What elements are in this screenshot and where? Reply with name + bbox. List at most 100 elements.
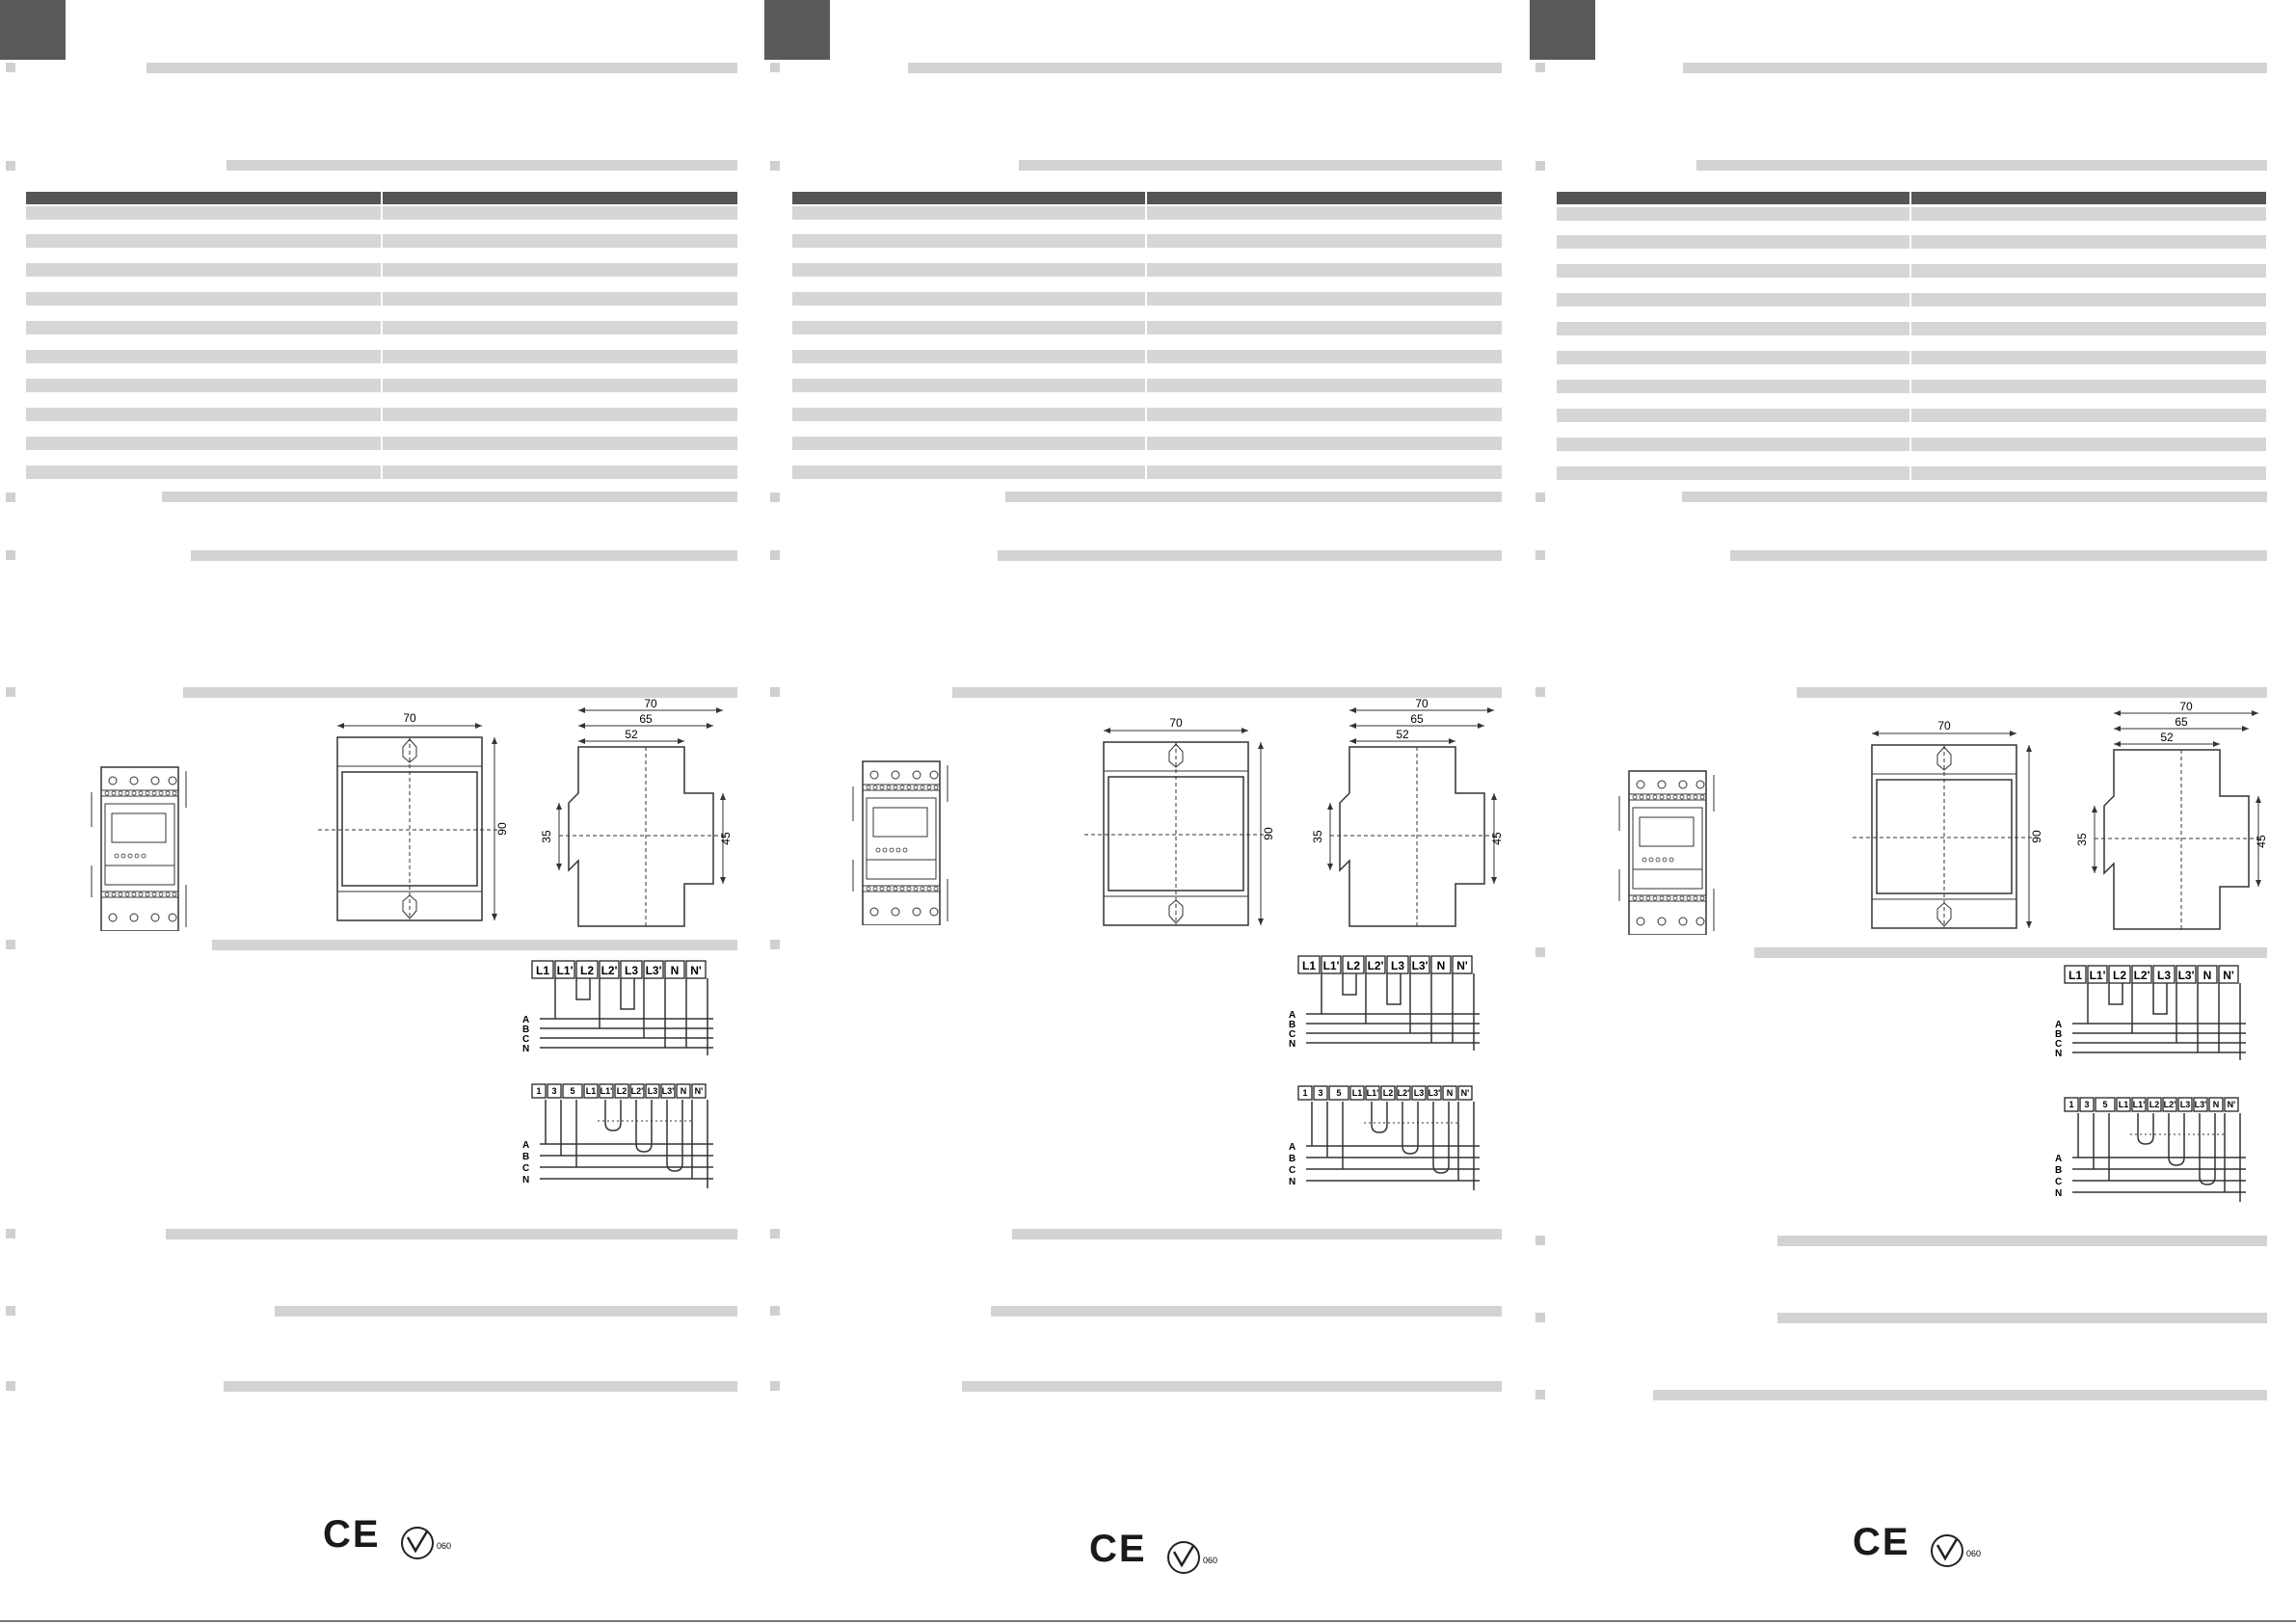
terminal-box xyxy=(620,960,643,979)
terminal-label: L1' xyxy=(557,964,574,977)
terminal-label: N xyxy=(1447,1088,1454,1098)
dim-side-height: 45 xyxy=(719,832,733,845)
line-label: B xyxy=(1289,1154,1295,1164)
spec-table-header-left xyxy=(1557,192,1909,204)
manual-page-column: 70 90 70 65 52 xyxy=(0,0,764,1624)
section-bullet xyxy=(6,493,15,502)
terminal-box xyxy=(2218,965,2239,984)
terminal-label: L3' xyxy=(662,1086,675,1096)
section-bullet xyxy=(6,1381,15,1391)
dim-front-height: 90 xyxy=(1262,827,1275,840)
terminal-box xyxy=(1442,1085,1457,1101)
section-title-placeholder xyxy=(1019,160,1502,171)
spec-table-row-cell xyxy=(1147,206,1502,220)
language-tab-marker xyxy=(1530,0,1595,60)
spec-table-row-cell xyxy=(1911,351,2266,364)
line-label: C xyxy=(2055,1177,2062,1187)
spec-table-row-cell xyxy=(1147,437,1502,450)
spec-table-row-cell xyxy=(1911,409,2266,422)
section-title-placeholder xyxy=(998,550,1502,561)
terminal-label: N' xyxy=(2228,1100,2236,1109)
terminal-label: L3 xyxy=(1414,1088,1425,1098)
terminal-box xyxy=(2147,1097,2162,1112)
spec-table-row-cell xyxy=(1911,264,2266,278)
terminal-label: L3' xyxy=(2195,1100,2207,1109)
dim-side-inner: 52 xyxy=(625,728,638,741)
spec-table-row-cell xyxy=(1557,293,1909,306)
dim-side-mid: 65 xyxy=(639,712,653,726)
terminal-label: N' xyxy=(690,964,702,977)
dim-side-mid: 65 xyxy=(2175,715,2188,729)
side-dimension-drawing: 70 65 52 35 45 xyxy=(2075,702,2268,930)
terminal-box xyxy=(1452,955,1473,974)
terminal-box xyxy=(1297,955,1321,974)
section-bullet xyxy=(1535,550,1545,560)
line-label: B xyxy=(522,1152,529,1162)
cert-code: 060 xyxy=(437,1541,451,1551)
section-bullet xyxy=(6,1229,15,1238)
terminal-label: L3' xyxy=(2178,969,2195,982)
dim-side-mid: 65 xyxy=(1410,712,1424,726)
section-bullet xyxy=(1535,1390,1545,1399)
dim-side-rail: 35 xyxy=(2075,833,2089,846)
section-title-placeholder xyxy=(1777,1236,2267,1246)
section-bullet xyxy=(770,63,780,72)
section-title-placeholder xyxy=(212,940,737,950)
line-label: A xyxy=(1289,1010,1295,1021)
terminal-label: L2' xyxy=(1368,959,1384,972)
terminal-label: L3 xyxy=(2180,1100,2191,1109)
spec-table-row-cell xyxy=(1557,264,1909,278)
section-title-placeholder xyxy=(183,687,737,698)
spec-table-row-cell xyxy=(1911,466,2266,480)
dim-front-height: 90 xyxy=(2030,830,2043,843)
manual-page-column: 70 90 70 65 52 xyxy=(1530,0,2294,1624)
spec-table-row-cell xyxy=(1557,438,1909,451)
terminal-label: L2' xyxy=(1398,1088,1410,1098)
section-title-placeholder xyxy=(147,63,737,73)
section-title-placeholder xyxy=(162,492,737,502)
line-label: C xyxy=(522,1163,529,1174)
spec-table-row-cell xyxy=(1147,292,1502,306)
terminal-box xyxy=(2116,1097,2131,1112)
spec-table-header-right xyxy=(1147,192,1502,204)
terminal-box xyxy=(2177,1097,2193,1112)
terminal-box xyxy=(554,960,575,979)
terminal-label: N xyxy=(671,964,680,977)
spec-table-header-right xyxy=(1911,192,2266,204)
terminal-label: L1' xyxy=(601,1086,613,1096)
terminal-box xyxy=(2108,965,2131,984)
terminal-box xyxy=(2064,1097,2079,1112)
spec-table-row-cell xyxy=(1147,408,1502,421)
terminal-box xyxy=(1313,1085,1328,1101)
dim-side-total: 70 xyxy=(2179,702,2193,713)
section-bullet xyxy=(770,1306,780,1316)
terminal-box xyxy=(531,960,554,979)
section-bullet xyxy=(6,63,15,72)
dim-front-width: 70 xyxy=(403,711,416,725)
section-bullet xyxy=(6,1306,15,1316)
front-dimension-drawing: 70 90 xyxy=(318,711,509,921)
section-title-placeholder xyxy=(224,1381,737,1392)
spec-table-row-cell xyxy=(383,234,737,248)
terminal-box xyxy=(643,960,664,979)
spec-table-row-cell xyxy=(1147,466,1502,479)
terminal-label: 1 xyxy=(536,1086,541,1096)
terminal-box xyxy=(1457,1085,1473,1101)
section-bullet xyxy=(770,687,780,697)
conformity-mark-icon: 060 xyxy=(1931,1533,1981,1567)
section-title-placeholder xyxy=(275,1306,737,1317)
spec-table-row-cell xyxy=(26,321,381,334)
terminal-label: L2 xyxy=(617,1086,627,1096)
ce-mark: CE xyxy=(323,1513,381,1556)
terminal-label: L2' xyxy=(2164,1100,2176,1109)
terminal-box xyxy=(645,1083,660,1099)
spec-table-row-cell xyxy=(792,321,1145,334)
cert-code: 060 xyxy=(1203,1556,1217,1565)
terminal-label: L2 xyxy=(1347,959,1360,972)
spec-table-row-cell xyxy=(792,206,1145,220)
spec-table-row-cell xyxy=(792,292,1145,306)
section-title-placeholder xyxy=(1730,550,2267,561)
terminal-label: L1 xyxy=(536,964,549,977)
section-bullet xyxy=(1535,63,1545,72)
